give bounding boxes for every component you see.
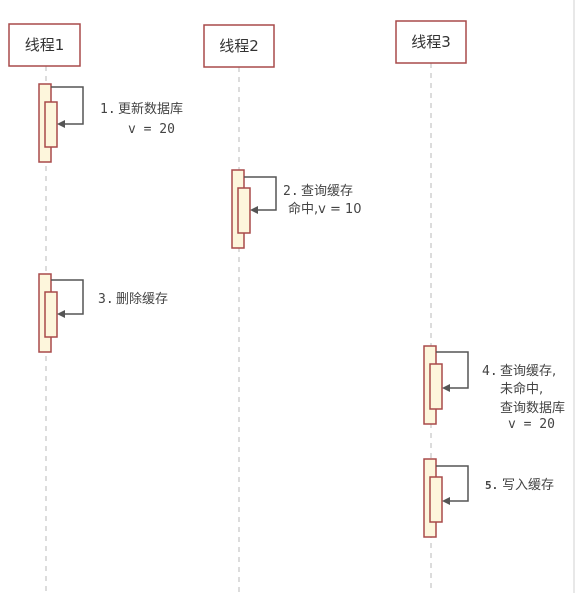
self-call-arrow [51, 86, 84, 125]
self-call-arrow [51, 279, 84, 315]
message-2-query-cache-hit: 2. 查询缓存 命中,v = 10 [231, 169, 362, 249]
activation-bar-nested [429, 363, 443, 410]
participant-label: 线程3 [411, 33, 451, 51]
arrow-head [250, 206, 258, 214]
message-4-query-cache-miss: 4. 查询缓存, 未命中, 查询数据库 v = 20 [423, 345, 565, 432]
message-step: 3. [98, 292, 114, 307]
message-line: 写入缓存 [502, 478, 554, 493]
activation-bar-nested [237, 187, 251, 234]
message-line: 删除缓存 [116, 292, 168, 307]
message-line: 未命中, [500, 381, 543, 397]
message-3-delete-cache: 3. 删除缓存 [38, 273, 168, 353]
message-line: v = 20 [508, 417, 555, 432]
message-step: 5. [485, 479, 498, 492]
participant-thread-1: 线程1 [8, 23, 81, 67]
self-call-arrow [244, 176, 277, 211]
arrow-head [57, 120, 65, 128]
self-call-arrow [436, 351, 469, 389]
activation-bar-nested [429, 476, 443, 523]
message-line: 查询数据库 [500, 400, 565, 416]
message-line: 查询缓存 [301, 184, 353, 199]
arrow-head [57, 310, 65, 318]
participant-thread-2: 线程2 [203, 24, 275, 68]
participant-thread-3: 线程3 [395, 20, 467, 64]
activation-bar-nested [44, 101, 58, 148]
message-line: 更新数据库 [118, 101, 183, 117]
arrow-head [442, 384, 450, 392]
message-step: 1. [100, 102, 116, 117]
message-line: 查询缓存, [500, 364, 556, 379]
message-line: v = 20 [128, 122, 175, 137]
message-5-write-cache: 5. 写入缓存 [423, 458, 554, 538]
message-line: 命中,v = 10 [288, 201, 362, 217]
self-call-arrow [436, 465, 469, 502]
arrow-head [442, 497, 450, 505]
activation-bar-nested [44, 291, 58, 338]
message-1-update-database: 1. 更新数据库 v = 20 [38, 83, 183, 163]
participant-label: 线程1 [25, 36, 65, 54]
message-step: 4. [482, 364, 498, 379]
participant-label: 线程2 [219, 37, 259, 55]
message-step: 2. [283, 184, 299, 199]
